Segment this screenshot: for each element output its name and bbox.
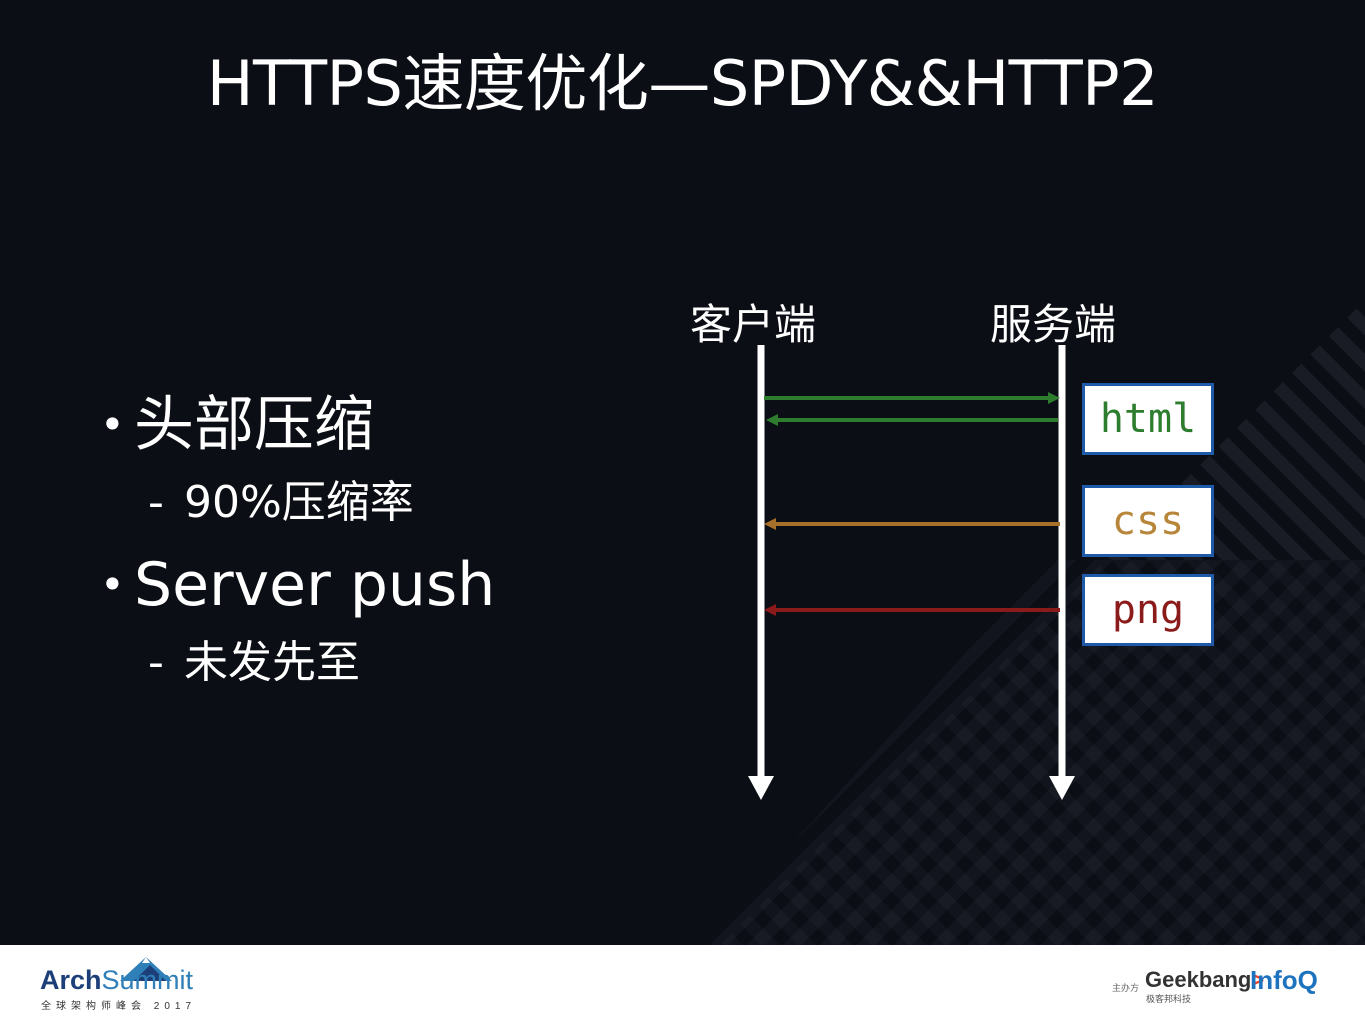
geekbang-subtitle: 极客邦科技 — [1146, 994, 1192, 1004]
sub-bullet-dash: - — [148, 637, 164, 688]
png-push-arrowhead — [764, 604, 776, 616]
geekbang-logo-text: Geekbang — [1145, 967, 1252, 992]
css-push-arrowhead — [764, 518, 776, 530]
html-request-arrowhead — [1048, 392, 1060, 404]
sub-bullet-push-early: -未发先至 — [148, 636, 360, 690]
archsummit-logo-part1: Arch — [40, 965, 102, 995]
sub-bullet-dash: - — [148, 477, 164, 528]
sponsor-label: 主办方 — [1112, 983, 1140, 993]
client-label: 客户端 — [690, 300, 817, 349]
resource-box-css: css — [1082, 485, 1214, 557]
resource-box-png: png — [1082, 574, 1214, 646]
footer-bar: ArchSummit 全球架构师峰会 2017 主办方 Geekbang> 极客… — [0, 945, 1365, 1024]
bullet-dot: • — [100, 560, 125, 609]
server-label: 服务端 — [990, 300, 1117, 349]
background-stripes — [700, 300, 1365, 945]
bullet-header-compression: •头部压缩 — [100, 390, 374, 460]
sub-bullet-label: 未发先至 — [184, 637, 360, 688]
geekbang-logo: Geekbang> — [1145, 967, 1264, 993]
bullet-label: Server push — [134, 550, 496, 620]
slide-title: HTTPS速度优化—SPDY&&HTTP2 — [206, 47, 1159, 120]
html-response-arrowhead — [766, 414, 778, 426]
infoq-logo: InfoQ — [1250, 965, 1318, 995]
sub-bullet-compression-rate: -90%压缩率 — [148, 476, 414, 530]
archsummit-logo: ArchSummit — [40, 965, 193, 995]
archsummit-logo-part2: Summit — [101, 965, 194, 995]
geekbang-arrow-icon: > — [1251, 967, 1265, 992]
bullet-dot: • — [100, 400, 125, 449]
slide: HTTPS速度优化—SPDY&&HTTP2 •头部压缩 -90%压缩率 •Ser… — [0, 0, 1365, 945]
sub-bullet-label: 90%压缩率 — [184, 477, 414, 528]
archsummit-subtitle: 全球架构师峰会 2017 — [41, 1001, 197, 1012]
bullet-label: 头部压缩 — [134, 390, 374, 460]
server-lifeline-arrowhead — [1049, 776, 1075, 800]
archsummit-mountain-icon — [120, 957, 172, 981]
sequence-diagram — [748, 345, 1075, 800]
client-lifeline-arrowhead — [748, 776, 774, 800]
bullet-server-push: •Server push — [100, 550, 495, 620]
resource-box-html: html — [1082, 383, 1214, 455]
